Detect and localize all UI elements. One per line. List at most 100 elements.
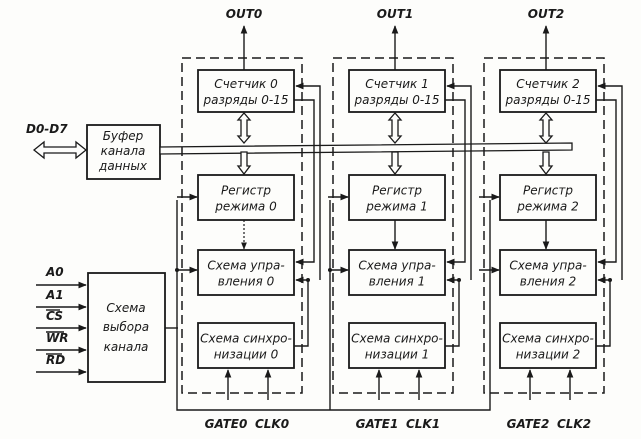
control-label-1: Схема упра- bbox=[509, 259, 586, 273]
counter-label-2: разряды 0-15 bbox=[504, 93, 590, 107]
sync-label-1: Схема синхро- bbox=[200, 332, 292, 346]
gate-label: GATE1 bbox=[356, 417, 399, 431]
channel-select-inputs: A0 A1 CS WR RD bbox=[36, 265, 87, 376]
counter-label-2: разряды 0-15 bbox=[353, 93, 439, 107]
control-label-2: вления 0 bbox=[218, 275, 275, 289]
clk-label: CLK0 bbox=[255, 417, 289, 431]
counter-to-control-line bbox=[445, 99, 466, 266]
mode-reg-label-2: режима 0 bbox=[214, 200, 277, 214]
sync-to-control-line bbox=[294, 276, 309, 347]
junction-dot bbox=[457, 278, 461, 282]
mode-reg-block: Регистр режима 0 bbox=[197, 174, 295, 221]
clk-label: CLK1 bbox=[406, 417, 440, 431]
out-label: OUT2 bbox=[528, 7, 564, 21]
counter-label-1: Счетчик 2 bbox=[516, 77, 579, 91]
mode-reg-bus-arrow bbox=[538, 151, 554, 176]
junction-dot bbox=[608, 278, 612, 282]
sync-label-1: Схема синхро- bbox=[351, 332, 443, 346]
sync-block: Схема синхро-низации 0 bbox=[197, 322, 295, 369]
counter-bus-arrow bbox=[387, 112, 403, 144]
counter-label-2: разряды 0-15 bbox=[202, 93, 288, 107]
counter-label-1: Счетчик 0 bbox=[214, 77, 278, 91]
counter-block: Счетчик 2 разряды 0-15 bbox=[499, 69, 597, 113]
control-to-counter-line bbox=[295, 82, 321, 280]
sync-to-control-line bbox=[445, 276, 460, 347]
input-cs-label: CS bbox=[46, 309, 63, 323]
control-block: Схема упра-вления 1 bbox=[348, 249, 446, 296]
internal-data-bus bbox=[159, 142, 573, 155]
control-to-counter-line bbox=[597, 82, 623, 280]
control-rect bbox=[348, 249, 446, 296]
counter-to-control-line bbox=[596, 99, 617, 266]
input-rd-label: RD bbox=[46, 353, 65, 367]
sync-label-2: низации 2 bbox=[516, 348, 581, 362]
mode-reg-rect bbox=[499, 174, 597, 221]
channel-frame bbox=[332, 57, 454, 394]
mode-reg-bus-arrow bbox=[387, 151, 403, 176]
data-bus-input: D0-D7 bbox=[26, 122, 88, 160]
buffer-label-3: данных bbox=[98, 159, 148, 173]
select-block bbox=[87, 272, 166, 383]
data-bus-double-arrow bbox=[32, 140, 88, 160]
gate-label: GATE0 bbox=[205, 417, 248, 431]
internal-bus-bar bbox=[159, 142, 573, 155]
counter-block: Счетчик 1 разряды 0-15 bbox=[348, 69, 446, 113]
sync-rect bbox=[348, 322, 446, 369]
gate-label: GATE2 bbox=[507, 417, 550, 431]
sync-label-2: низации 0 bbox=[214, 348, 279, 362]
channel-frame bbox=[181, 57, 303, 394]
control-label-1: Схема упра- bbox=[358, 259, 435, 273]
counter-rect bbox=[197, 69, 295, 113]
channel-select-block: Схема выбора канала bbox=[87, 272, 166, 383]
select-label-3: канала bbox=[104, 340, 149, 354]
control-block: Схема упра-вления 0 bbox=[197, 249, 295, 296]
control-to-counter-line bbox=[446, 82, 472, 280]
data-bus-buffer: Буфер канала данных bbox=[86, 124, 161, 180]
control-label-1: Схема упра- bbox=[207, 259, 284, 273]
sync-label-2: низации 1 bbox=[365, 348, 430, 362]
mode-reg-block: Регистр режима 2 bbox=[499, 174, 597, 221]
mode-reg-label-2: режима 2 bbox=[516, 200, 578, 214]
mode-reg-block: Регистр режима 1 bbox=[348, 174, 446, 221]
mode-reg-label-1: Регистр bbox=[523, 184, 573, 198]
buffer-label-2: канала bbox=[101, 144, 146, 158]
sync-label-1: Схема синхро- bbox=[502, 332, 594, 346]
mode-reg-label-1: Регистр bbox=[221, 184, 271, 198]
sync-rect bbox=[197, 322, 295, 369]
mode-reg-label-2: режима 1 bbox=[365, 200, 427, 214]
input-a1-label: A1 bbox=[45, 288, 64, 302]
counter-to-control-line bbox=[294, 99, 315, 266]
control-rect bbox=[499, 249, 597, 296]
data-bus-label: D0-D7 bbox=[26, 122, 68, 136]
counter-label-1: Счетчик 1 bbox=[365, 77, 428, 91]
counter-block: Счетчик 0 разряды 0-15 bbox=[197, 69, 295, 113]
sync-block: Схема синхро-низации 1 bbox=[348, 322, 446, 369]
control-block: Схема упра-вления 2 bbox=[499, 249, 597, 296]
counter-bus-arrow bbox=[236, 112, 252, 144]
mode-reg-label-1: Регистр bbox=[372, 184, 422, 198]
buffer-block bbox=[86, 124, 161, 180]
clk-label: CLK2 bbox=[557, 417, 591, 431]
counter-rect bbox=[348, 69, 446, 113]
out-label: OUT0 bbox=[226, 7, 262, 21]
channel-frame bbox=[483, 57, 605, 394]
select-label-1: Схема bbox=[106, 301, 145, 315]
out-label: OUT1 bbox=[377, 7, 413, 21]
mode-reg-rect bbox=[348, 174, 446, 221]
counter-bus-arrow bbox=[538, 112, 554, 144]
input-wr-label: WR bbox=[46, 331, 68, 345]
control-label-2: вления 1 bbox=[369, 275, 425, 289]
input-a0-label: A0 bbox=[45, 265, 64, 279]
mode-reg-bus-arrow bbox=[236, 151, 252, 176]
select-bus-outer bbox=[176, 200, 491, 411]
mode-reg-rect bbox=[197, 174, 295, 221]
select-label-2: выбора bbox=[103, 320, 149, 334]
sync-to-control-line bbox=[596, 276, 611, 347]
junction-dot bbox=[306, 278, 310, 282]
counter-rect bbox=[499, 69, 597, 113]
buffer-label-1: Буфер bbox=[103, 129, 144, 143]
